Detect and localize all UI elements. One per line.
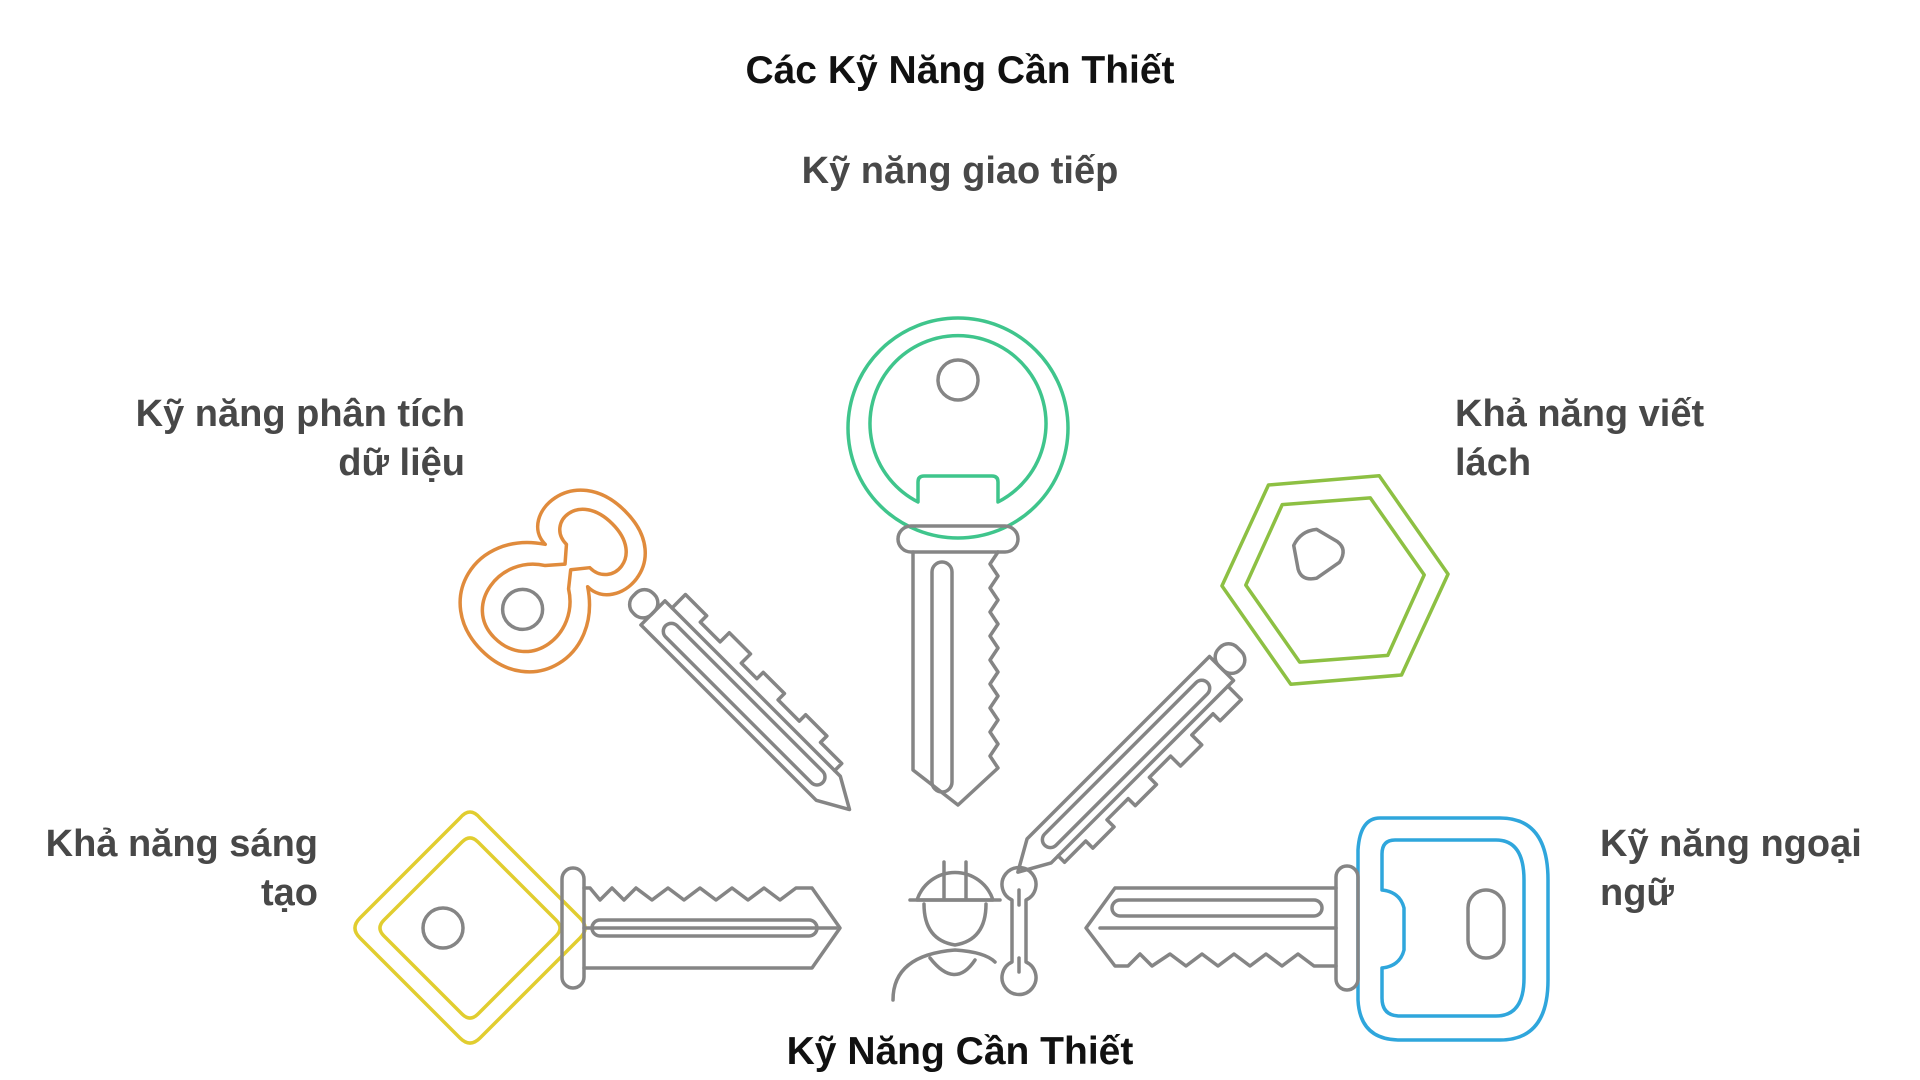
key-head-outer (1356, 816, 1550, 1042)
key-label-writing: Khả năng viết lách (1455, 390, 1855, 488)
key-head-inner (1380, 838, 1526, 1018)
key-groove (1040, 678, 1212, 850)
key-blade (1016, 654, 1236, 874)
hard-hat (915, 870, 995, 902)
key-blade (1084, 886, 1338, 968)
label-line: lách (1455, 442, 1532, 484)
clover-key-shaft (627, 587, 852, 812)
key-head-outer (846, 316, 1070, 540)
hexagon-key-shaft (1016, 642, 1247, 874)
wrench (1000, 865, 1038, 997)
key-head-inner (1244, 496, 1426, 664)
rounded-rect-key-shaft (1084, 864, 1360, 992)
diagram-title: Các Kỹ Năng Cần Thiết (745, 49, 1175, 92)
key-label-communication: Kỹ năng giao tiếp (760, 147, 1160, 196)
diamond-key-shaft (560, 866, 842, 990)
key-groove (930, 560, 954, 794)
key-blade (911, 550, 1000, 807)
key-blade (582, 886, 842, 970)
label-line: Kỹ năng phân tích (135, 393, 465, 435)
diamond-key-icon (353, 810, 587, 1045)
rounded-rect-key-icon (1356, 816, 1550, 1042)
label-line: Kỹ năng giao tiếp (801, 150, 1119, 192)
label-line: Khả năng viết (1455, 393, 1705, 435)
key-hole (421, 906, 465, 950)
key-teeth (670, 592, 844, 773)
key-groove (1110, 898, 1324, 918)
key-collar (627, 587, 660, 620)
key-head-outer (1220, 474, 1450, 686)
key-hole (500, 587, 545, 632)
key-hole (1291, 527, 1345, 581)
key-groove (661, 621, 827, 787)
key-head-outer (353, 810, 587, 1045)
round-key-icon (846, 316, 1070, 807)
key-head-inner (378, 836, 562, 1020)
label-line: Kỹ năng ngoại (1600, 823, 1862, 865)
key-hole (1466, 888, 1506, 960)
key-collar (896, 524, 1020, 554)
label-line: ngữ (1600, 872, 1674, 914)
key-blade (639, 599, 852, 812)
worker-face (922, 902, 988, 947)
key-label-data-analysis: Kỹ năng phân tích dữ liệu (65, 390, 465, 488)
key-teeth (1056, 684, 1244, 864)
key-head-inner (868, 333, 1048, 504)
key-head-inner (480, 507, 628, 654)
key-head-outer (458, 488, 647, 674)
key-hole (936, 358, 980, 402)
hexagon-key-icon (1220, 474, 1450, 686)
label-line: dữ liệu (338, 442, 465, 484)
key-collar (1334, 864, 1360, 992)
worker-collar (928, 956, 977, 977)
worker-shoulders (891, 948, 997, 1002)
key-label-creativity: Khả năng sáng tạo (18, 820, 318, 918)
center-label: Kỹ Năng Cần Thiết (786, 1030, 1134, 1073)
key-label-foreign-language: Kỹ năng ngoại ngữ (1600, 820, 1900, 918)
worker-with-wrench-icon (891, 860, 1038, 1002)
label-line: tạo (261, 872, 318, 914)
key-collar (560, 866, 586, 990)
clover-key-icon (458, 488, 647, 674)
label-line: Khả năng sáng (45, 823, 318, 865)
key-collar (1213, 642, 1247, 676)
